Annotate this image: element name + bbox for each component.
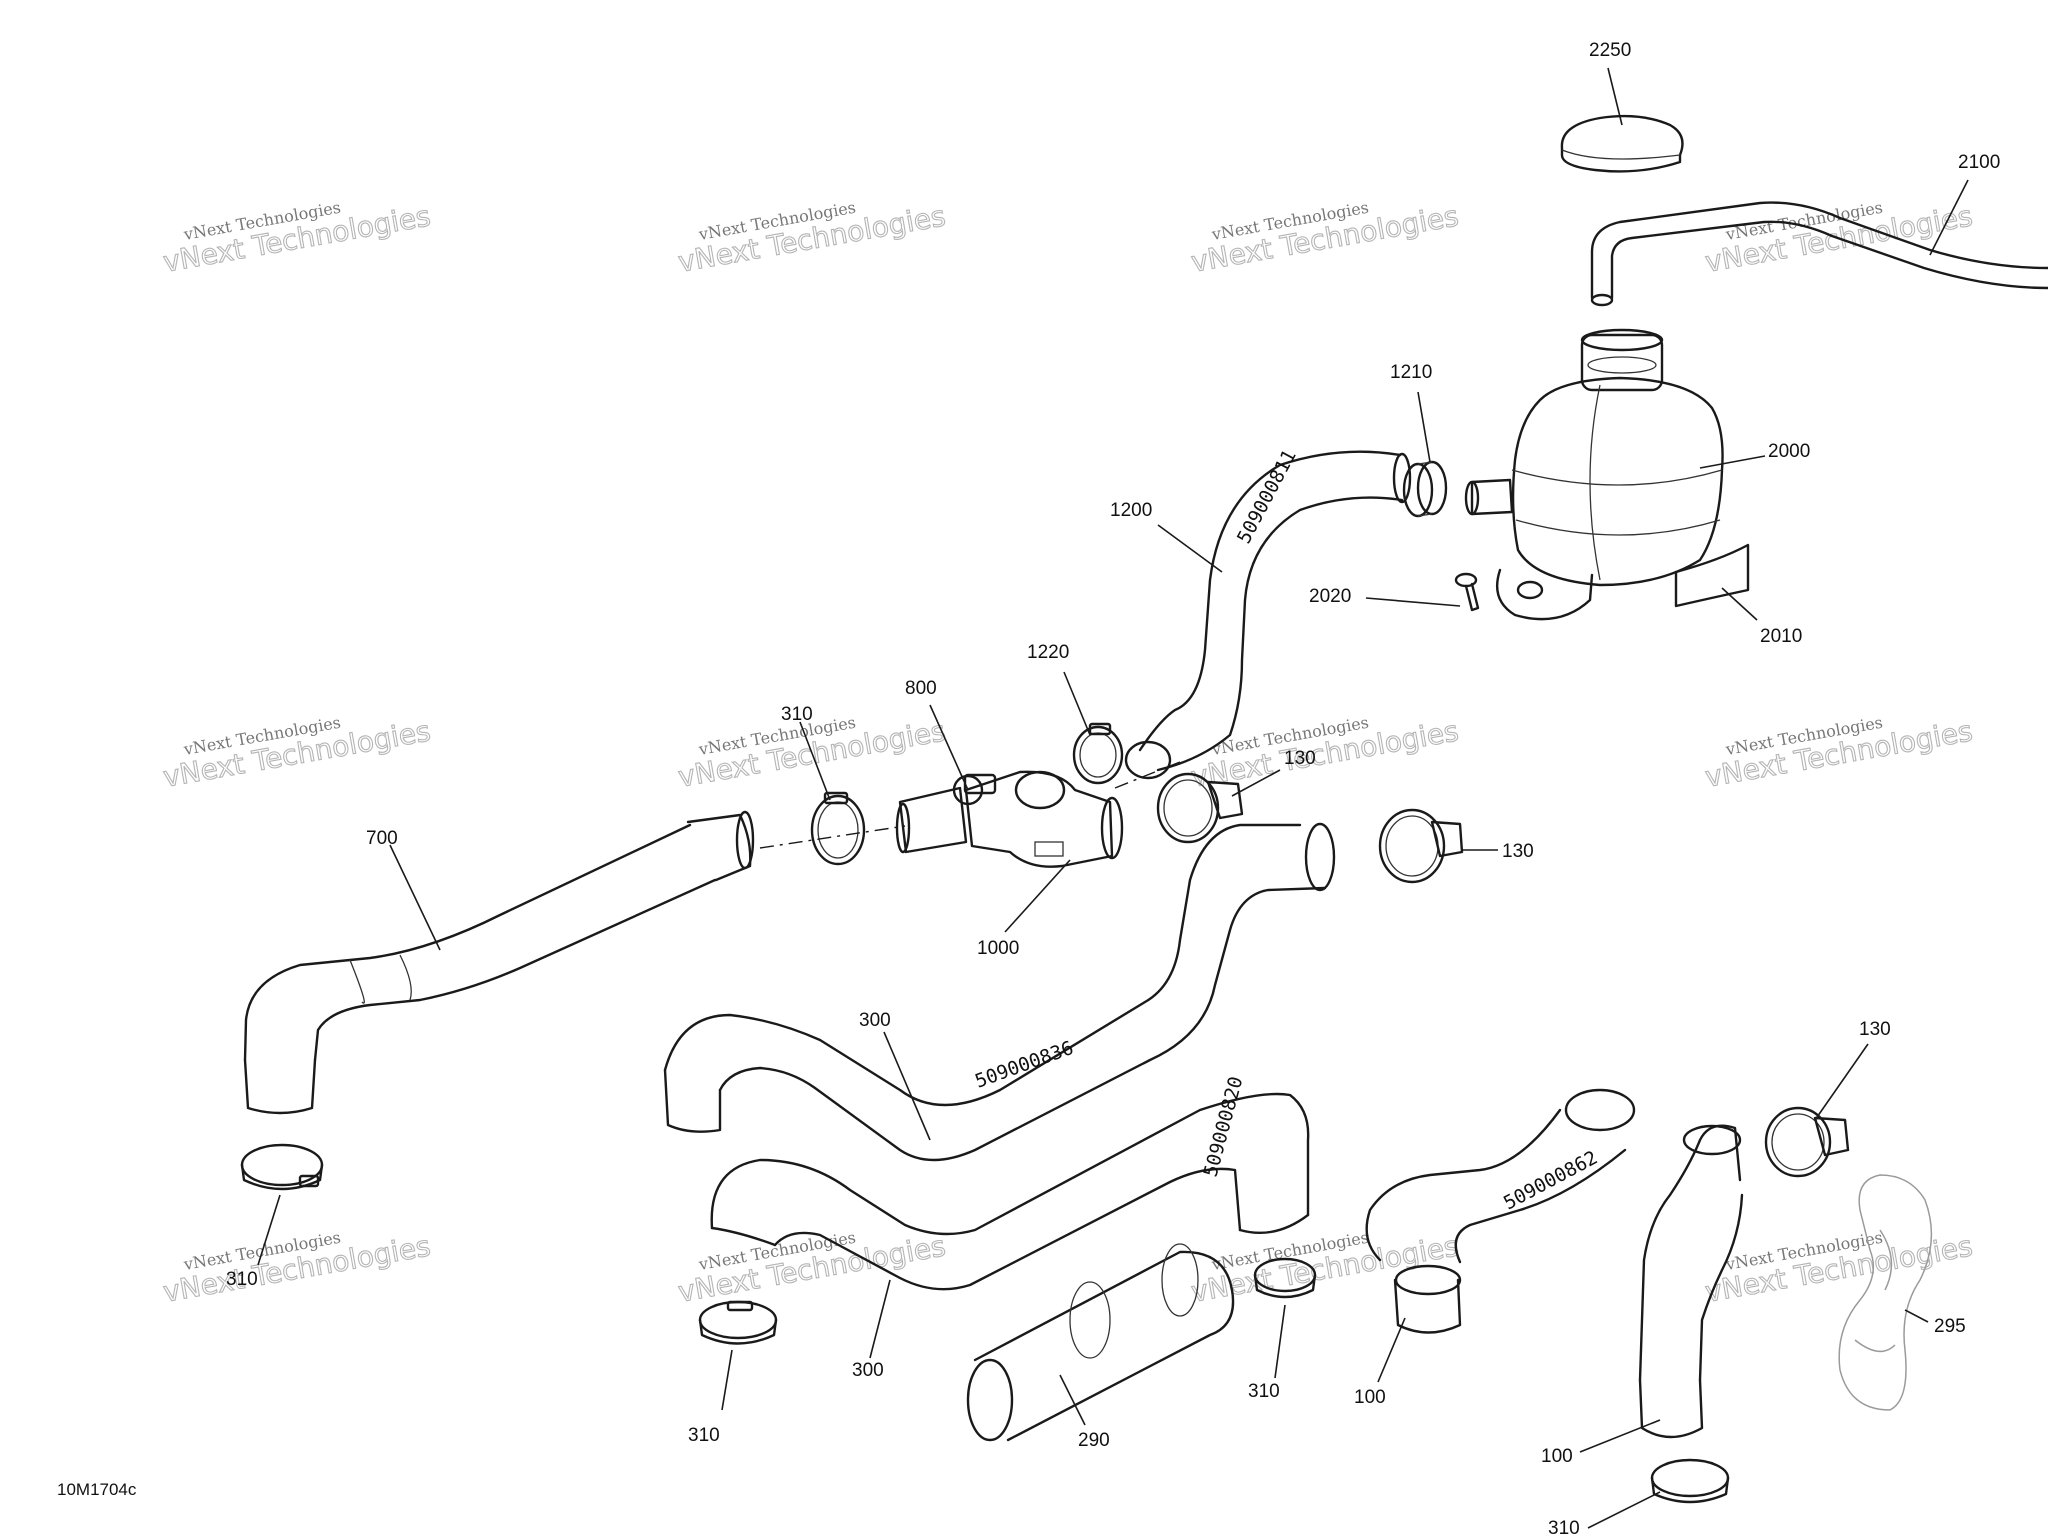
watermark: vNext Technologies vNext Technologies: [160, 1228, 433, 1310]
part-130-clamp[interactable]: [1764, 1106, 1850, 1178]
watermark: vNext Technologies vNext Technologies: [675, 1228, 948, 1310]
callout-1210: 1210: [1390, 362, 1432, 383]
watermark: vNext Technologies vNext Technologies: [675, 198, 948, 280]
watermark-grid: vNext Technologies vNext Technologies vN…: [160, 198, 1975, 1310]
callout-130: 130: [1284, 748, 1316, 769]
callout-2020: 2020: [1309, 586, 1351, 607]
assembly-axis-line: [759, 761, 1181, 849]
hose-marking-509000820: 509000820: [1200, 1074, 1248, 1179]
part-130-clamp[interactable]: [1156, 772, 1244, 844]
part-2010-label[interactable]: [1674, 543, 1750, 608]
part-2250-pressure-cap[interactable]: [1560, 114, 1684, 173]
part-310-clamp[interactable]: [240, 1143, 324, 1191]
callout-300: 300: [859, 1010, 891, 1031]
hose-marking-509000836: 509000836: [972, 1037, 1076, 1093]
part-310-clamp[interactable]: [810, 791, 866, 866]
watermark: vNext Technologies vNext Technologies: [160, 713, 433, 795]
part-290-protective-sleeve[interactable]: [966, 1243, 1235, 1442]
watermark: vNext Technologies vNext Technologies: [1702, 198, 1975, 280]
part-2020-screw[interactable]: [1454, 572, 1480, 612]
watermark: vNext Technologies vNext Technologies: [1188, 198, 1461, 280]
part-1000-thermostat-housing[interactable]: [964, 770, 1124, 868]
part-100-hose-right[interactable]: [1638, 1124, 1744, 1439]
watermark: vNext Technologies vNext Technologies: [1188, 713, 1461, 795]
part-2100-overflow-hose[interactable]: [1590, 201, 2048, 307]
part-130-clamp[interactable]: [1378, 808, 1464, 884]
callout-1200: 1200: [1110, 500, 1152, 521]
part-700-hose[interactable]: [243, 810, 755, 1115]
callout-800: 800: [905, 678, 937, 699]
part-2000-coolant-reservoir[interactable]: [1464, 328, 1724, 621]
callout-130: 130: [1859, 1019, 1891, 1040]
part-310-clamp[interactable]: [698, 1300, 778, 1345]
callout-310: 310: [688, 1425, 720, 1446]
watermark: vNext Technologies vNext Technologies: [1702, 713, 1975, 795]
callout-2100: 2100: [1958, 152, 2000, 173]
callout-290: 290: [1078, 1430, 1110, 1451]
part-295-hose-alternate[interactable]: [1838, 1174, 1933, 1411]
callout-300: 300: [852, 1360, 884, 1381]
callout-130: 130: [1502, 841, 1534, 862]
callout-1220: 1220: [1027, 642, 1069, 663]
callout-100: 100: [1541, 1446, 1573, 1467]
callout-1000: 1000: [977, 938, 1019, 959]
callout-295: 295: [1934, 1316, 1966, 1337]
watermark: vNext Technologies vNext Technologies: [160, 198, 433, 280]
callout-310: 310: [781, 704, 813, 725]
callout-2250: 2250: [1589, 40, 1631, 61]
callout-2010: 2010: [1760, 626, 1802, 647]
part-100-hose-middle[interactable]: 509000862: [1365, 1088, 1636, 1334]
leader-lines: [257, 67, 1969, 1529]
part-310-clamp[interactable]: [1253, 1257, 1317, 1299]
callout-labels: 2250 2100 1210 2000 1200 2020 2010 1220 …: [226, 40, 2000, 1536]
callout-310: 310: [1248, 1381, 1280, 1402]
callout-310: 310: [226, 1269, 258, 1290]
part-800-thermostat[interactable]: [895, 773, 997, 854]
callout-2000: 2000: [1768, 441, 1810, 462]
callout-700: 700: [366, 828, 398, 849]
watermark: vNext Technologies vNext Technologies: [1702, 1228, 1975, 1310]
figure-reference-code: 10M1704c: [57, 1480, 137, 1499]
part-310-clamp[interactable]: [1650, 1458, 1730, 1504]
callout-310: 310: [1548, 1518, 1580, 1536]
callout-100: 100: [1354, 1387, 1386, 1408]
part-1220-clamp[interactable]: [1072, 722, 1124, 785]
part-1210-clamp[interactable]: [1402, 460, 1448, 518]
